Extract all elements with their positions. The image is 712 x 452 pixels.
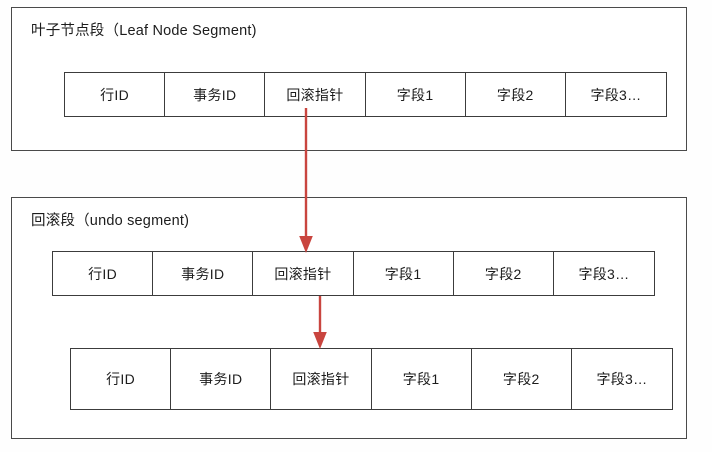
record-cell-field-1: 字段1 [354, 252, 454, 295]
leaf-node-segment-box: 叶子节点段（Leaf Node Segment) 行ID 事务ID 回滚指针 字… [11, 7, 687, 151]
record-cell-row-id: 行ID [53, 252, 154, 295]
record-cell-trx-id: 事务ID [165, 73, 266, 116]
record-cell-row-id: 行ID [65, 73, 166, 116]
record-cell-field-2: 字段2 [466, 73, 566, 116]
record-cell-rollback-pointer: 回滚指针 [253, 252, 354, 295]
record-cell-trx-id: 事务ID [171, 349, 272, 409]
record-cell-field-1: 字段1 [366, 73, 466, 116]
undo-segment-title: 回滚段（undo segment) [31, 213, 190, 229]
record-cell-field-2: 字段2 [454, 252, 554, 295]
leaf-node-segment-title: 叶子节点段（Leaf Node Segment) [31, 23, 257, 39]
record-cell-field-3: 字段3… [578, 265, 630, 282]
record-cell-field-1: 字段1 [372, 349, 472, 409]
record-cell-trx-id: 事务ID [153, 252, 254, 295]
leaf-record-row: 行ID 事务ID 回滚指针 字段1 字段2 字段3… [64, 72, 667, 117]
record-cell-field-3: 字段3… [590, 86, 642, 103]
record-cell-rollback-pointer: 回滚指针 [271, 349, 372, 409]
undo-record-row-2: 行ID 事务ID 回滚指针 字段1 字段2 字段3… [70, 348, 673, 410]
record-cell-field-3: 字段3… [596, 371, 648, 387]
undo-record-row-1: 行ID 事务ID 回滚指针 字段1 字段2 字段3… [52, 251, 655, 296]
record-cell-row-id: 行ID [71, 349, 172, 409]
record-cell-rollback-pointer: 回滚指针 [265, 73, 366, 116]
record-cell-field-2: 字段2 [472, 349, 572, 409]
